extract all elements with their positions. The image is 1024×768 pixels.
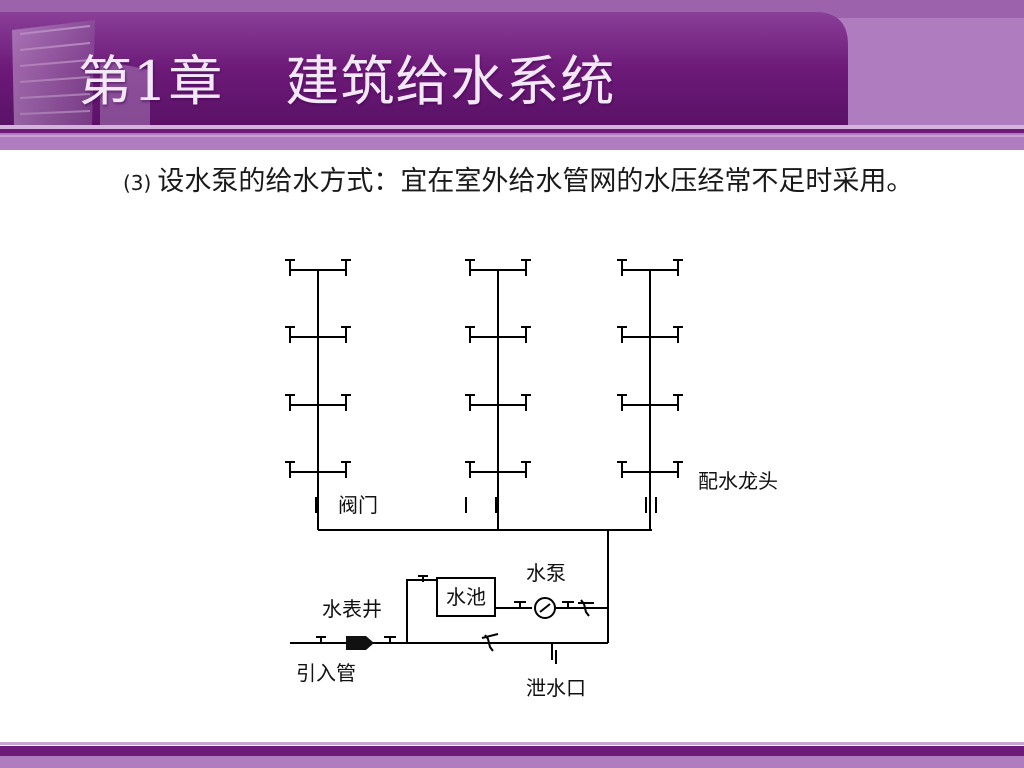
label-meter-well: 水表井 <box>322 597 382 621</box>
faucet-symbol <box>521 326 531 343</box>
faucet-symbol <box>617 394 627 411</box>
label-valve: 阀门 <box>338 493 378 517</box>
faucet-symbol <box>617 259 627 276</box>
pump-outlet-valve <box>562 601 574 608</box>
faucet-symbol <box>341 259 351 276</box>
item-number: (3) <box>123 171 152 195</box>
water-tank <box>436 577 496 617</box>
water-meter <box>346 636 374 650</box>
pump-inlet-valve <box>514 601 526 608</box>
inlet-valve-left <box>316 636 326 643</box>
header-title-panel <box>0 12 848 125</box>
check-valve-lower-arrow <box>481 633 499 639</box>
check-valves <box>481 599 594 652</box>
label-drain: 泄水口 <box>526 676 586 700</box>
label-inlet-pipe: 引入管 <box>296 661 356 685</box>
label-tank: 水池 <box>446 585 486 609</box>
faucet-symbol <box>285 394 295 411</box>
slide-title: 第1章建筑给水系统 <box>78 50 615 114</box>
title-text: 建筑给水系统 <box>285 50 616 113</box>
faucet-symbol <box>521 259 531 276</box>
faucet-symbol <box>673 394 683 411</box>
body-text: 设水泵的给水方式：宜在室外给水管网的水压经常不足时采用。 <box>157 166 914 197</box>
building-decoration <box>12 20 150 125</box>
water-pump <box>534 597 556 619</box>
main-piping <box>290 529 652 660</box>
faucet-symbol <box>285 326 295 343</box>
footer-bar <box>0 742 1024 768</box>
riser-valve-marks <box>315 497 657 513</box>
faucet-symbol <box>673 259 683 276</box>
faucet-symbol <box>617 326 627 343</box>
faucet-symbol <box>465 259 475 276</box>
faucet-symbol <box>285 461 295 478</box>
faucet-symbol <box>341 326 351 343</box>
label-faucet: 配水龙头 <box>698 469 778 493</box>
tank-inlet-pipe <box>406 579 437 643</box>
inlet-valve-right <box>384 636 396 643</box>
faucet-symbol <box>673 326 683 343</box>
riser-group <box>285 259 683 530</box>
faucet-symbol <box>465 326 475 343</box>
faucet-symbol <box>521 461 531 478</box>
faucet-symbol <box>521 394 531 411</box>
header-rule <box>0 129 1024 133</box>
valve-ticks <box>315 497 657 664</box>
body-paragraph: (3)设水泵的给水方式：宜在室外给水管网的水压经常不足时采用。 <box>115 162 975 203</box>
faucet-symbol <box>465 394 475 411</box>
faucet-symbol <box>341 461 351 478</box>
faucet-symbol <box>673 461 683 478</box>
slide-header <box>0 0 1024 150</box>
faucet-symbol <box>617 461 627 478</box>
chapter-label: 第1章 <box>78 50 224 113</box>
faucet-symbol <box>465 461 475 478</box>
faucet-symbol <box>285 259 295 276</box>
label-pump: 水泵 <box>526 561 566 585</box>
tank-inlet-valve <box>418 575 428 582</box>
faucet-symbol <box>341 394 351 411</box>
